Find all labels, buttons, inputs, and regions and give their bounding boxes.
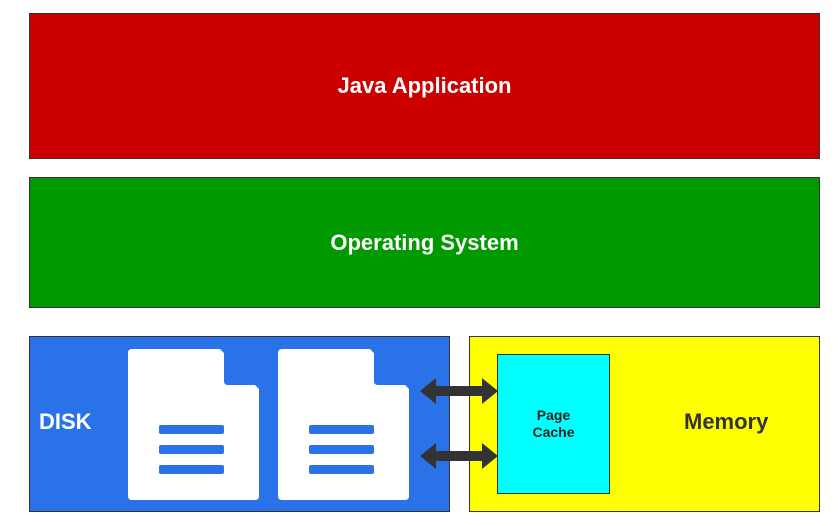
disk-label: DISK	[39, 409, 92, 434]
operating-system-layer: Operating System	[29, 177, 820, 308]
java-application-layer: Java Application	[29, 13, 820, 159]
double-arrow-icon	[420, 443, 498, 469]
page-cache-label: Page Cache	[532, 407, 575, 440]
disk-box: DISK	[29, 336, 450, 512]
page-cache-box: Page Cache	[497, 354, 610, 494]
document-icon	[278, 349, 409, 500]
memory-label: Memory	[684, 409, 769, 434]
double-arrow-icon	[420, 378, 498, 404]
java-application-label: Java Application	[337, 73, 512, 98]
memory-box: Page Cache Memory	[469, 336, 820, 512]
operating-system-label: Operating System	[330, 229, 519, 255]
document-icon	[128, 349, 259, 500]
